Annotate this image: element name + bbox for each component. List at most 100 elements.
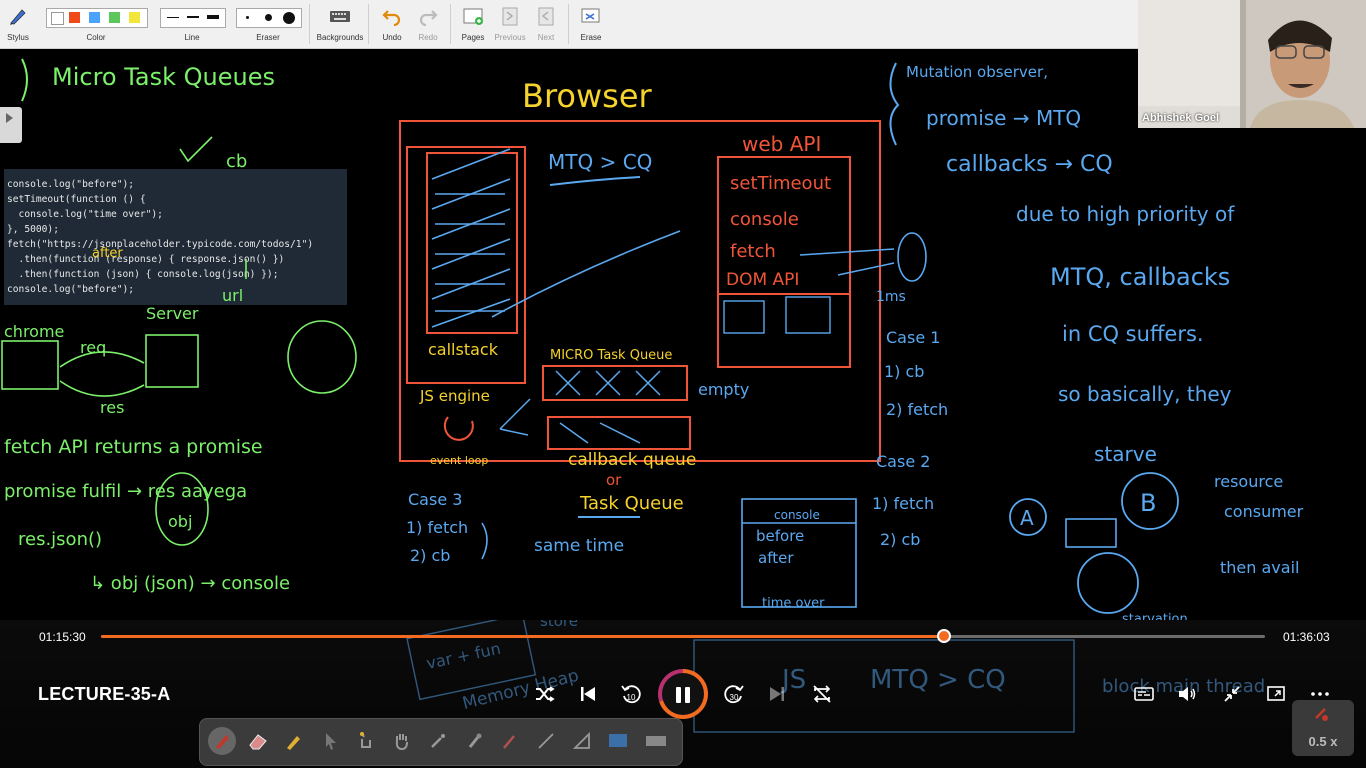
next-track-icon[interactable]: [765, 682, 789, 706]
line-medium[interactable]: [187, 16, 199, 18]
eraser-small[interactable]: [246, 16, 249, 19]
previous-page-button[interactable]: Previous: [492, 0, 528, 48]
redo-button[interactable]: Redo: [412, 0, 444, 48]
resource-sketch: [1065, 518, 1117, 548]
settimeout-label: setTimeout: [730, 173, 831, 194]
forward-button[interactable]: 30: [722, 682, 746, 706]
volume-icon[interactable]: [1175, 682, 1199, 706]
line-widths: [160, 8, 226, 28]
progress-handle[interactable]: [936, 629, 951, 643]
var-fun-label: var + fun: [425, 639, 503, 673]
picture-in-picture-icon[interactable]: [1264, 682, 1288, 706]
color-swatch-white[interactable]: [51, 12, 64, 25]
promise-fulfil-note: promise fulfil → res aayega: [4, 481, 247, 502]
js-sketch-label: JS: [780, 665, 806, 695]
hand-pan-icon[interactable]: [390, 729, 414, 753]
stylus-tool[interactable]: Stylus: [2, 0, 34, 48]
eraser-sizes: [236, 8, 302, 28]
more-options-icon[interactable]: [1308, 682, 1332, 706]
progress-bar[interactable]: [101, 629, 1265, 643]
eraser-icon[interactable]: [246, 729, 270, 753]
empty-label: empty: [698, 380, 749, 399]
then-avail-label: then avail: [1220, 558, 1299, 577]
ruler-icon[interactable]: [570, 729, 594, 753]
line-thick[interactable]: [207, 15, 219, 19]
code-snippet: console.log("before"); setTimeout(functi…: [4, 169, 347, 305]
code-line: .then(function (response) { response.jso…: [7, 254, 285, 265]
task-queue-label: Task Queue: [579, 493, 684, 514]
console-time-over: time over: [762, 596, 825, 611]
previous-page-icon: [502, 7, 518, 26]
in-cq-suffers-label: in CQ suffers.: [1062, 322, 1204, 346]
timer-sketch: [723, 300, 765, 334]
case1-label: Case 1: [886, 328, 940, 347]
line-thin[interactable]: [167, 17, 179, 18]
shuffle-icon[interactable]: [532, 682, 556, 706]
color-swatch-blue[interactable]: [89, 12, 100, 23]
repeat-off-icon[interactable]: [810, 682, 834, 706]
progress-fill: [101, 635, 944, 638]
code-line: console.log("time over");: [7, 209, 163, 220]
backgrounds-label: Backgrounds: [316, 33, 364, 42]
side-panel-toggle[interactable]: [0, 107, 22, 143]
mtq-callbacks-label: MTQ, callbacks: [1050, 263, 1230, 291]
callbacks-cq-label: callbacks → CQ: [946, 152, 1113, 177]
undo-label: Undo: [382, 33, 402, 42]
backgrounds-button[interactable]: Backgrounds: [314, 0, 366, 48]
consumer-label: consumer: [1224, 502, 1304, 521]
pointer-icon[interactable]: [318, 729, 342, 753]
undo-button[interactable]: Undo: [376, 0, 408, 48]
chrome-label: chrome: [4, 322, 64, 341]
magic-wand-icon[interactable]: [426, 729, 450, 753]
playback-speed-button[interactable]: 0.5 x: [1292, 700, 1354, 756]
rewind-button[interactable]: 10: [619, 682, 643, 706]
eraser-medium[interactable]: [265, 14, 272, 21]
starvation-label: starvation: [1122, 612, 1188, 620]
playback-speed-value: 0.5 x: [1308, 734, 1338, 749]
console-label: console: [730, 209, 799, 230]
erase-label: Erase: [580, 33, 602, 42]
eraser-large[interactable]: [283, 12, 295, 24]
case2-item1: 1) fetch: [872, 494, 934, 513]
svg-text:A: A: [1020, 506, 1034, 530]
console-output-box: [741, 498, 857, 608]
web-api-heading: web API: [742, 132, 821, 156]
exit-fullscreen-icon[interactable]: [1220, 682, 1244, 706]
promise-object-sketch: [287, 320, 357, 394]
dom-api-label: DOM API: [726, 270, 799, 290]
case1-item1: 1) cb: [884, 362, 924, 381]
console-before: before: [756, 527, 804, 545]
erase-button[interactable]: Erase: [574, 0, 608, 48]
pages-button[interactable]: Pages: [456, 0, 490, 48]
undo-icon: [382, 10, 401, 26]
pen-tool[interactable]: [208, 727, 236, 755]
presenter-webcam: Abhishek Goel: [1138, 0, 1366, 128]
color-swatch-yellow[interactable]: [129, 12, 140, 23]
req-label: req: [80, 338, 106, 357]
next-page-button[interactable]: Next: [530, 0, 562, 48]
or-label: or: [606, 471, 622, 489]
keyboard-tool-icon[interactable]: [644, 729, 668, 753]
screen-icon[interactable]: [606, 729, 630, 753]
callback-queue-label: callback queue: [568, 450, 696, 470]
res-obj-circle: [155, 472, 209, 546]
previous-track-icon[interactable]: [576, 682, 600, 706]
marker-icon[interactable]: [462, 729, 486, 753]
whiteboard-canvas[interactable]: console.log("before"); setTimeout(functi…: [0, 49, 1366, 620]
pause-button[interactable]: [658, 669, 708, 719]
laser-hand-icon[interactable]: [354, 729, 378, 753]
line-tool-icon[interactable]: [534, 729, 558, 753]
toolbar-divider: [450, 4, 451, 44]
color-swatch-green[interactable]: [109, 12, 120, 23]
drawing-tools-palette: [199, 718, 683, 766]
color-swatch-red[interactable]: [69, 12, 80, 23]
after-note: after: [92, 246, 123, 261]
micro-task-queue-box: [542, 365, 688, 401]
cb-label: cb: [226, 151, 247, 172]
brush-icon[interactable]: [498, 729, 522, 753]
svg-text:B: B: [1140, 489, 1156, 517]
callback-queue-box: [547, 416, 691, 450]
captions-icon[interactable]: [1132, 682, 1156, 706]
web-api-box: [717, 156, 851, 368]
highlighter-icon[interactable]: [282, 729, 306, 753]
